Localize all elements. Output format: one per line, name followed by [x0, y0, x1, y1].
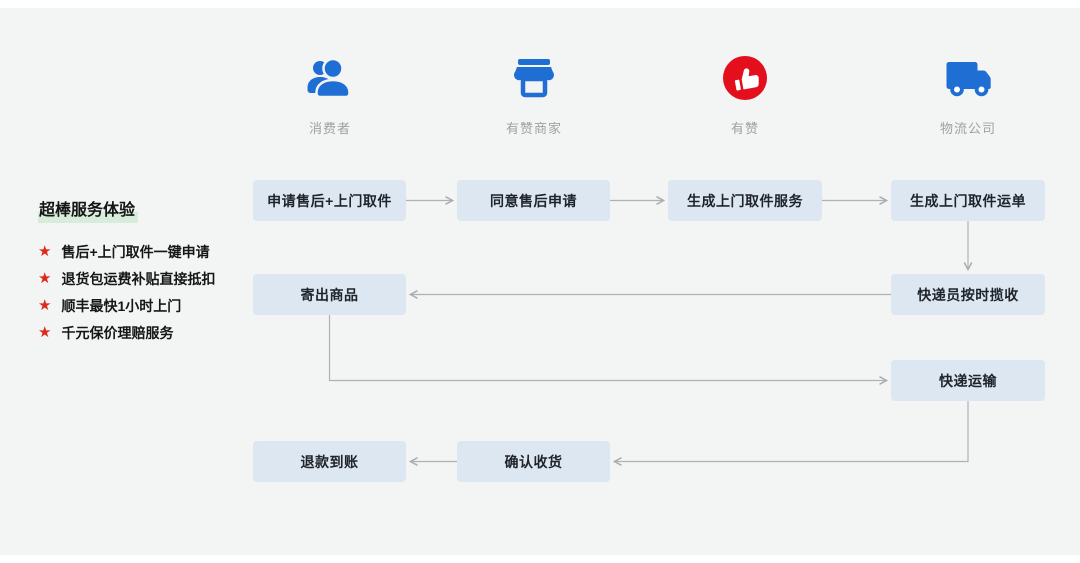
- node-courier-pickup: 快递员按时揽收: [891, 274, 1045, 315]
- star-icon: ★: [38, 270, 52, 287]
- star-icon: ★: [38, 324, 52, 341]
- node-send-goods: 寄出商品: [253, 274, 406, 315]
- node-apply-aftersale: 申请售后+上门取件: [253, 180, 406, 221]
- lane-merchant: 有赞商家: [474, 54, 594, 137]
- truck-icon: [944, 54, 992, 102]
- star-icon: ★: [38, 243, 52, 260]
- lane-consumer: 消费者: [270, 54, 390, 137]
- feature-item: ★ 千元保价理赔服务: [38, 319, 248, 346]
- feature-item-text: 千元保价理赔服务: [61, 324, 174, 341]
- node-express-transport: 快递运输: [891, 360, 1045, 401]
- node-confirm-receipt: 确认收货: [457, 441, 610, 482]
- lane-label: 有赞: [730, 121, 759, 136]
- storefront-icon: [510, 54, 558, 102]
- top-frame-strip: [0, 0, 1080, 8]
- star-icon: ★: [38, 297, 52, 314]
- thumbs-up-icon: [721, 54, 769, 102]
- bottom-frame-strip: [0, 555, 1080, 563]
- feature-list: 超棒服务体验 ★ 售后+上门取件一键申请 ★ 退货包运费补贴直接抵扣 ★ 顺丰最…: [38, 196, 248, 346]
- node-refund-arrival: 退款到账: [253, 441, 406, 482]
- lane-label: 有赞商家: [505, 121, 562, 136]
- edge-send-transport: [328, 315, 889, 385]
- lane-logistics: 物流公司: [908, 54, 1028, 137]
- feature-item: ★ 退货包运费补贴直接抵扣: [38, 265, 248, 292]
- lane-label: 消费者: [308, 121, 351, 136]
- feature-item: ★ 顺丰最快1小时上门: [38, 292, 248, 319]
- node-agree-application: 同意售后申请: [457, 180, 610, 221]
- lane-label: 物流公司: [939, 121, 996, 136]
- users-icon: [306, 54, 354, 102]
- feature-item: ★ 售后+上门取件一键申请: [38, 238, 248, 265]
- node-generate-service: 生成上门取件服务: [668, 180, 822, 221]
- node-generate-waybill: 生成上门取件运单: [891, 180, 1045, 221]
- edge-transport-confirm: [612, 401, 969, 466]
- feature-item-text: 售后+上门取件一键申请: [61, 243, 210, 260]
- feature-item-text: 顺丰最快1小时上门: [61, 297, 182, 314]
- feature-list-title: 超棒服务体验: [38, 196, 248, 223]
- lane-youzan: 有赞: [685, 54, 805, 137]
- feature-item-text: 退货包运费补贴直接抵扣: [61, 270, 216, 287]
